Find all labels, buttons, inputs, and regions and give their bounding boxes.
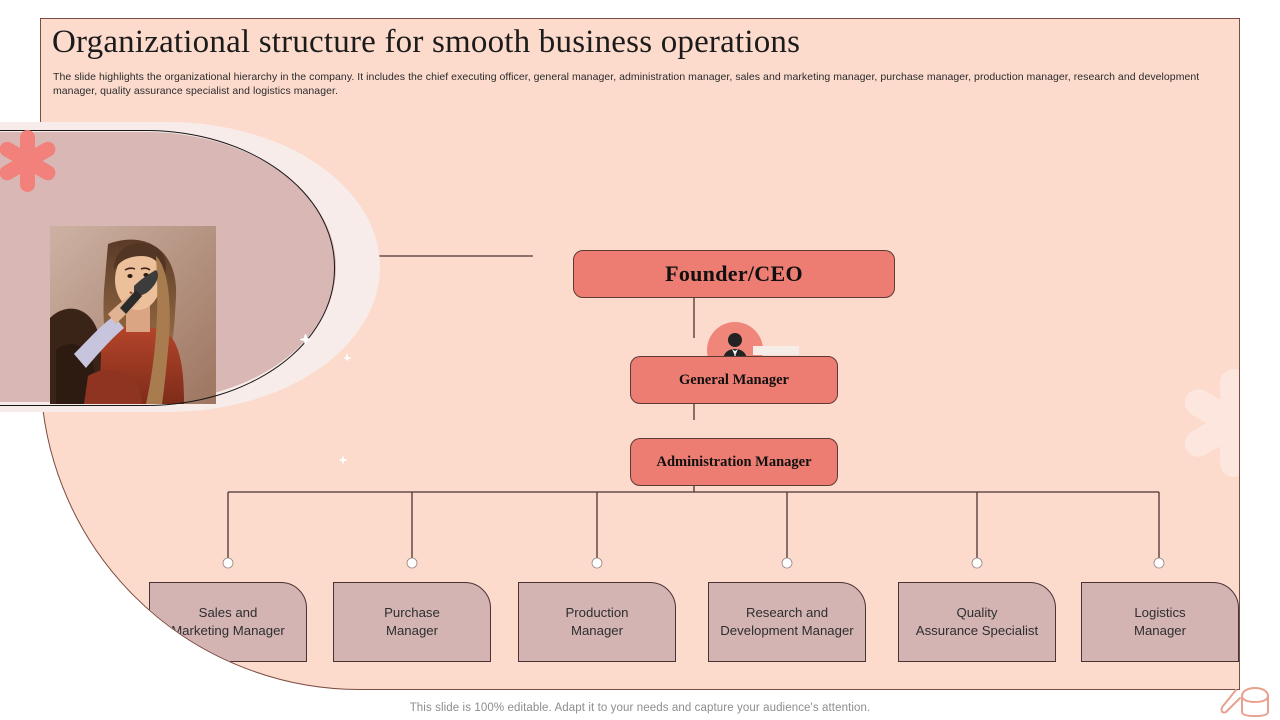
org-node-purchase-manager[interactable]: Purchase Manager [333,582,491,662]
org-node-label-line1: Purchase [384,604,440,620]
org-node-label-line1: Research and [745,604,829,620]
asterisk-decoration-right [1179,367,1239,479]
org-node-research-and-development-manager[interactable]: Research and Development Manager [708,582,866,662]
org-node-logistics-manager[interactable]: Logistics Manager [1081,582,1239,662]
org-node-administration-manager[interactable]: Administration Manager [630,438,838,486]
org-node-label: Sales and Marketing Manager [171,604,285,641]
avatar-side-bar [753,346,799,355]
org-node-label-line1: Sales and [198,604,258,620]
org-node-label-line1: Quality [956,604,998,620]
org-node-label: Logistics Manager [1134,604,1186,641]
cosmetic-jar-logo [1220,687,1269,717]
org-node-label-line2: Development Manager [720,623,854,638]
org-node-general-manager[interactable]: General Manager [630,356,838,404]
editable-footer-note: This slide is 100% editable. Adapt it to… [409,702,871,714]
sparkle-icon [343,354,351,361]
org-node-label-line2: Manager [570,623,624,638]
org-node-label-line1: Logistics [1134,604,1186,620]
org-node-label: General Manager [679,371,789,388]
org-node-label: Administration Manager [656,453,812,470]
org-node-label-line1: Production [565,604,629,620]
org-node-label-line2: Manager [1133,623,1187,638]
org-node-label: Research and Development Manager [720,604,853,641]
org-node-label-line2: Assurance Specialist [915,623,1039,638]
org-node-production-manager[interactable]: Production Manager [518,582,676,662]
org-node-label-line2: Manager [385,623,439,638]
org-node-label: Founder/CEO [665,261,803,286]
org-node-label-line2: Marketing Manager [171,623,285,638]
org-node-founder-ceo[interactable]: Founder/CEO [573,250,895,298]
photo-medallion [0,122,380,464]
page-title: Organizational structure for smooth busi… [52,24,801,60]
page-subtitle: The slide highlights the organizational … [53,71,1200,97]
org-node-quality-assurance-specialist[interactable]: Quality Assurance Specialist [898,582,1056,662]
org-node-label: Production Manager [565,604,628,641]
org-node-sales-and-marketing-manager[interactable]: Sales and Marketing Manager [149,582,307,662]
org-node-label: Quality Assurance Specialist [916,604,1038,641]
org-node-label: Purchase Manager [384,604,440,641]
